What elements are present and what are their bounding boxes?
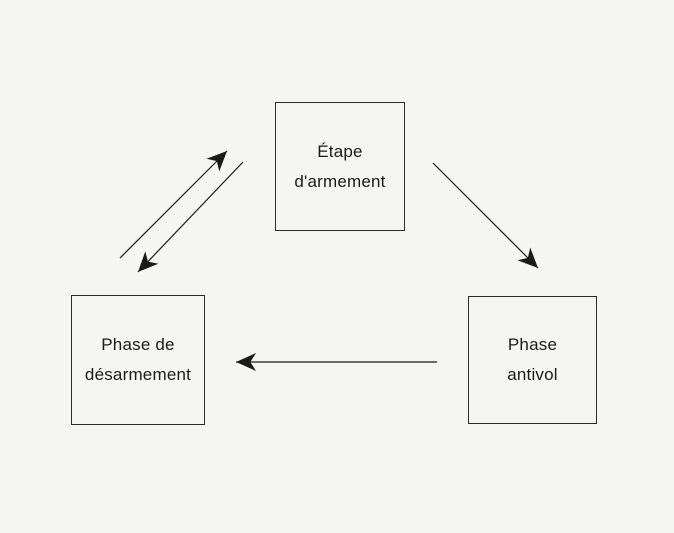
edge-desarmement-to-armement-arrow [119, 150, 228, 259]
node-label-line: désarmement [84, 365, 192, 384]
node-phase-antivol: Phase antivol [468, 296, 597, 424]
edge-armement-to-desarmement-arrow [137, 161, 244, 273]
node-label-line: Phase de [101, 335, 175, 354]
node-label-line: Étape [317, 141, 363, 161]
node-label-line: d'armement [294, 171, 386, 191]
node-etape-armement: Étape d'armement [275, 102, 405, 231]
node-etape-armement-label: Étape d'armement [294, 137, 385, 197]
node-phase-desarmement: Phase de désarmement [71, 295, 205, 425]
node-phase-antivol-label: Phase antivol [507, 330, 558, 390]
node-label-line: antivol [507, 365, 558, 384]
edge-armement-to-antivol-arrow [432, 162, 539, 269]
node-phase-desarmement-label: Phase de désarmement [85, 330, 191, 390]
node-label-line: Phase [507, 335, 558, 354]
